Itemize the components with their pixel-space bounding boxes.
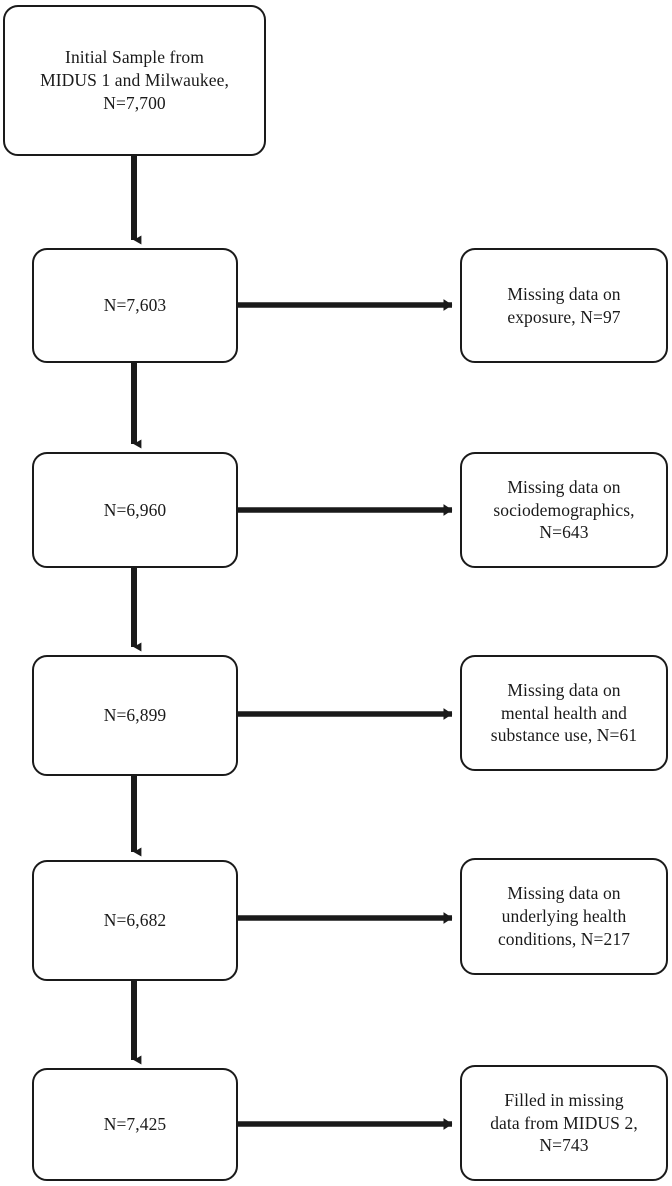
node-exclusion-2: Missing data on sociodemographics, N=643 <box>460 452 668 568</box>
node-stage-5-label: N=7,425 <box>103 1114 167 1135</box>
node-initial-sample: Initial Sample from MIDUS 1 and Milwauke… <box>3 5 266 156</box>
node-exclusion-3: Missing data on mental health and substa… <box>460 655 668 771</box>
node-stage-1: N=7,603 <box>32 248 238 363</box>
node-stage-2: N=6,960 <box>32 452 238 568</box>
node-stage-4-label: N=6,682 <box>103 910 167 931</box>
node-addition-5-label: Filled in missing data from MIDUS 2, N=7… <box>490 1089 638 1156</box>
node-initial-sample-label: Initial Sample from MIDUS 1 and Milwauke… <box>40 47 229 113</box>
node-stage-3: N=6,899 <box>32 655 238 776</box>
node-exclusion-4: Missing data on underlying health condit… <box>460 858 668 975</box>
horizontal-connectors <box>237 299 453 1130</box>
node-stage-5: N=7,425 <box>32 1068 238 1181</box>
node-exclusion-3-label: Missing data on mental health and substa… <box>490 679 638 746</box>
node-exclusion-1-label: Missing data on exposure, N=97 <box>507 283 621 327</box>
node-addition-5: Filled in missing data from MIDUS 2, N=7… <box>460 1065 668 1181</box>
node-exclusion-1: Missing data on exposure, N=97 <box>460 248 668 363</box>
node-exclusion-4-label: Missing data on underlying health condit… <box>497 883 631 949</box>
node-stage-2-label: N=6,960 <box>103 499 167 520</box>
node-stage-3-label: N=6,899 <box>103 705 167 726</box>
node-exclusion-2-label: Missing data on sociodemographics, N=643 <box>493 476 635 543</box>
node-stage-1-label: N=7,603 <box>103 295 167 316</box>
node-stage-4: N=6,682 <box>32 860 238 981</box>
